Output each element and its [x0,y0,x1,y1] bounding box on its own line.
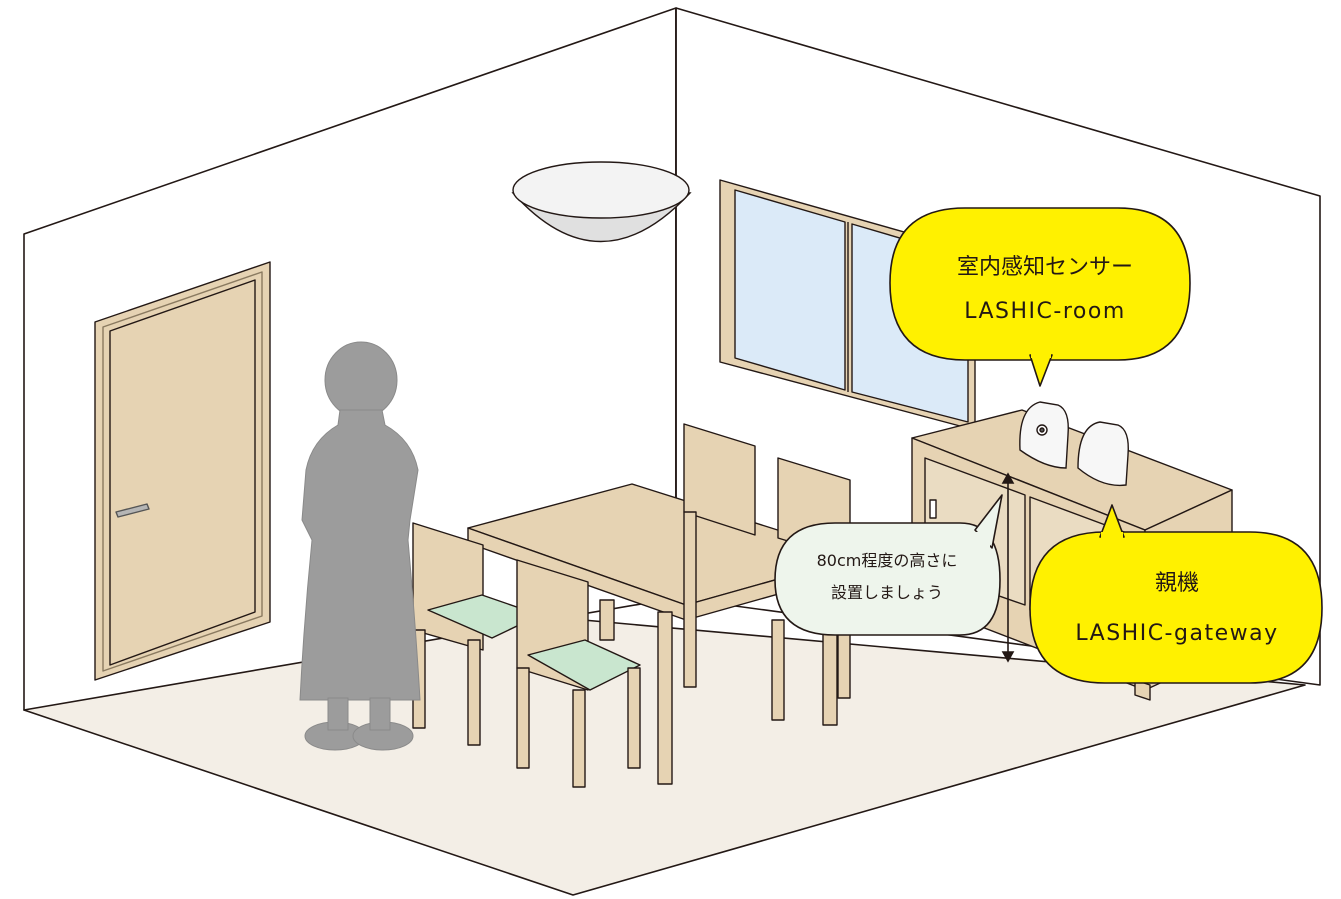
front-chairs [412,522,641,788]
height-note-line1: 80cm程度の高さに [817,551,958,570]
gateway-callout: 親機 LASHIC-gateway [1029,504,1323,684]
person-silhouette [299,341,421,751]
gateway-device-icon [1077,421,1129,487]
room-sensor-line1: 室内感知センサー [957,255,1133,280]
door-handle-icon [115,503,150,518]
sensor-device-icon [1019,401,1069,469]
gateway-line1: 親機 [1155,571,1199,596]
height-note-line2: 設置しましょう [831,583,943,602]
height-note-bubble: 80cm程度の高さに 設置しましょう [774,494,1003,636]
room-sensor-callout: 室内感知センサー LASHIC-room [889,207,1191,387]
door [94,261,271,681]
gateway-line2: LASHIC-gateway [1075,621,1278,646]
room-sensor-line2: LASHIC-room [964,299,1126,324]
ceiling-lamp-icon [511,161,692,243]
double-arrow-icon [1001,472,1015,663]
